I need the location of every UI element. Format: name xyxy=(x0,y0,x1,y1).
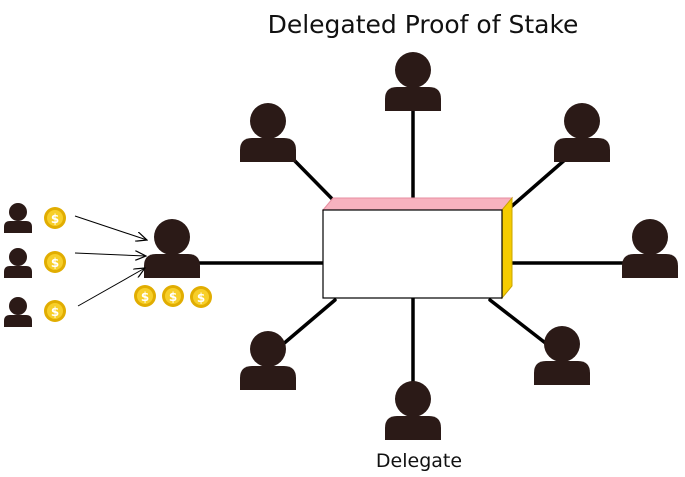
delegate-person-icon-right xyxy=(622,219,678,278)
voter-coin-icon-2: $ xyxy=(44,251,66,273)
svg-text:$: $ xyxy=(197,291,205,305)
stake-coin-icon-3: $ xyxy=(190,286,212,308)
vote-arrow-icon-3 xyxy=(77,268,145,307)
vote-arrow-icon-2 xyxy=(74,253,146,256)
connection-line-top-right xyxy=(503,156,569,214)
svg-text:$: $ xyxy=(169,290,177,304)
delegate-person-icon-top xyxy=(385,52,441,111)
svg-text:$: $ xyxy=(51,305,59,319)
connection-line-bottom-right xyxy=(488,298,550,347)
svg-text:$: $ xyxy=(141,290,149,304)
block-icon xyxy=(321,196,514,300)
delegate-person-icon-left xyxy=(144,219,200,278)
stake-coin-icon-1: $ xyxy=(134,285,156,307)
vote-arrow-icon-1 xyxy=(74,215,147,240)
connection-line-bottom-left xyxy=(280,298,337,347)
stake-coin-icon-2: $ xyxy=(162,285,184,307)
diagram-title: Delegated Proof of Stake xyxy=(268,10,579,39)
block-front-face xyxy=(322,209,503,299)
delegate-label: Delegate xyxy=(376,450,462,472)
voter-person-icon-1 xyxy=(4,203,32,233)
svg-text:$: $ xyxy=(51,256,59,270)
block-side-face xyxy=(501,196,513,300)
voter-person-icon-2 xyxy=(4,248,32,278)
delegate-person-icon-bottom-right xyxy=(534,326,590,385)
voter-person-icon-3 xyxy=(4,297,32,327)
svg-text:$: $ xyxy=(51,212,59,226)
voter-coin-icon-3: $ xyxy=(44,300,66,322)
delegate-person-icon-bottom xyxy=(385,381,441,440)
delegate-person-icon-top-left xyxy=(240,103,296,162)
voter-coin-icon-1: $ xyxy=(44,207,66,229)
delegate-person-icon-top-right xyxy=(554,103,610,162)
delegate-connections xyxy=(198,108,627,392)
block-top-face xyxy=(321,197,514,211)
